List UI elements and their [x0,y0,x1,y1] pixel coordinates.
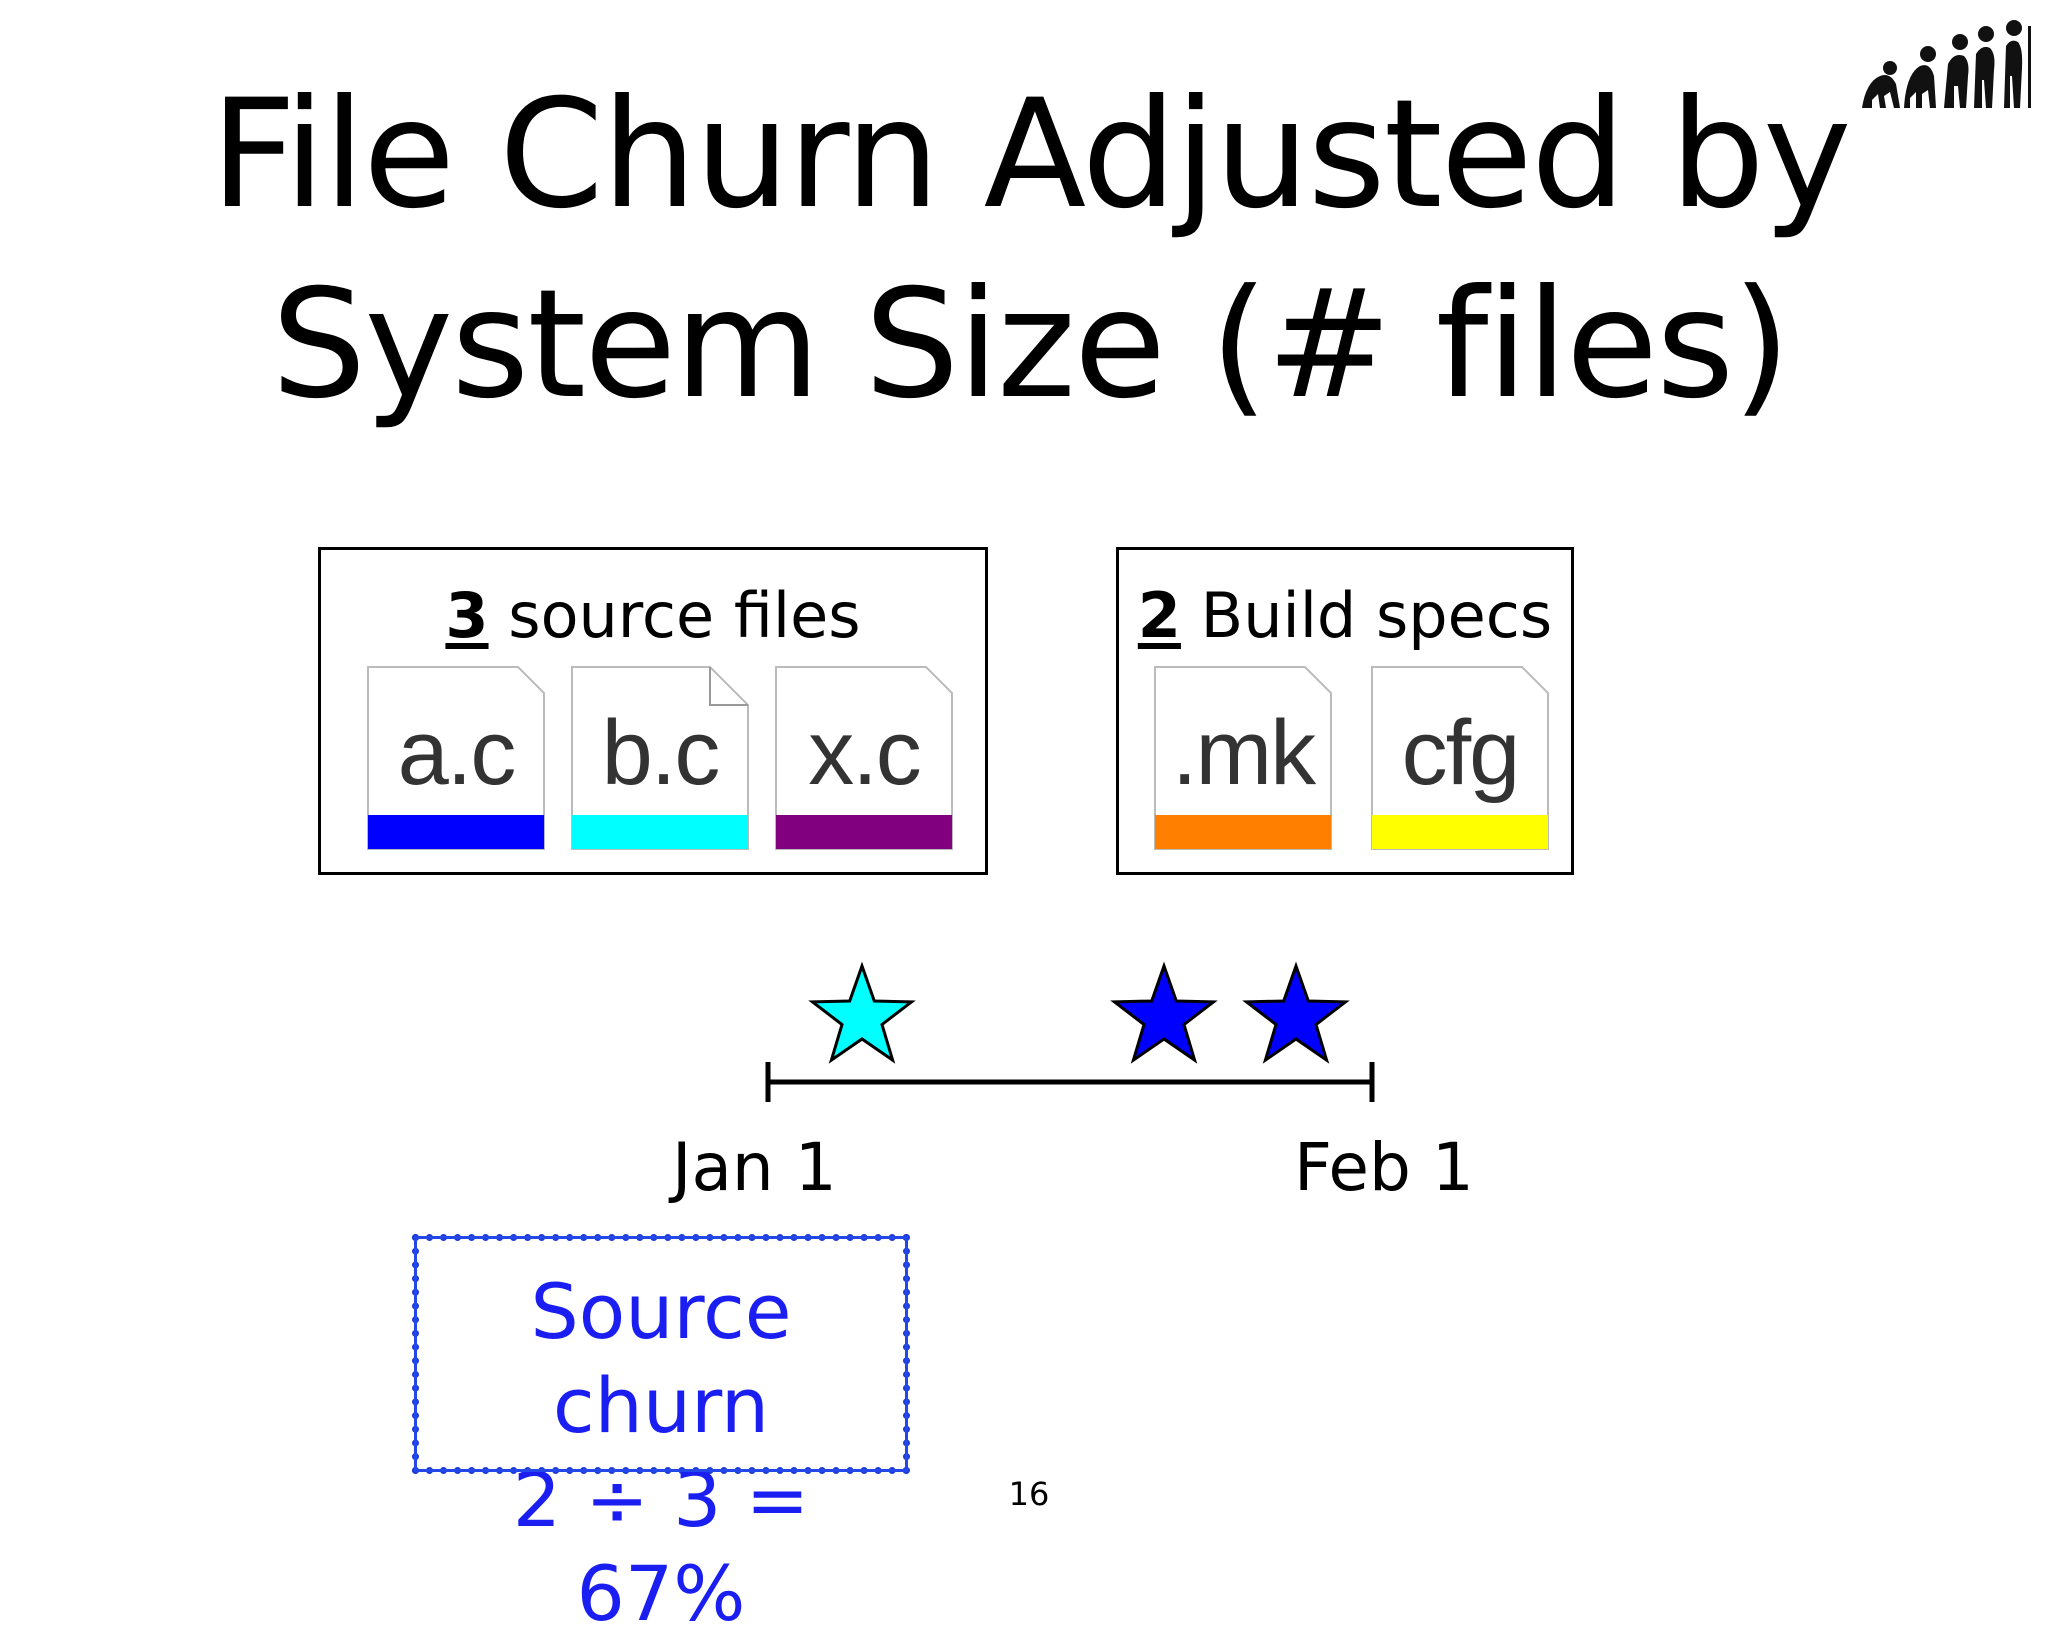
source-files-heading: 3 source files [321,580,985,652]
build-specs-count: 2 [1137,579,1181,652]
file-color-bar [1155,815,1331,849]
source-files-label: source files [508,579,861,652]
build-specs-box: 2 Build specs .mk cfg [1116,547,1574,875]
page-number: 16 [1008,1475,1050,1513]
source-files-box: 3 source files a.c b.c x.c [318,547,988,875]
file-icon: a.c [366,665,546,851]
source-files-count: 3 [445,579,489,652]
file-icon: b.c [570,665,750,851]
file-name: b.c [601,702,721,804]
file-color-bar [368,815,544,849]
file-color-bar [1372,815,1548,849]
file-icon: cfg [1370,665,1550,851]
source-churn-label: Source churn [530,1267,792,1450]
file-name: a.c [397,702,517,804]
evolution-logo-icon [1862,20,2031,108]
change-star-icon [808,961,916,1064]
timeline-end-label: Feb 1 [1294,1129,1474,1206]
file-color-bar [776,815,952,849]
file-name: .mk [1171,702,1316,804]
change-star-icon [1110,961,1218,1064]
build-specs-heading: 2 Build specs [1119,580,1571,652]
file-icon: x.c [774,665,954,851]
source-churn-box: Source churn 2 ÷ 3 = 67% [412,1234,910,1638]
change-star-icon [1242,961,1350,1064]
file-name: x.c [808,702,922,804]
build-specs-label: Build specs [1200,579,1553,652]
file-color-bar [572,815,748,849]
slide-title: File Churn Adjusted by System Size (# fi… [150,60,1910,440]
timeline-start-label: Jan 1 [672,1129,837,1206]
source-churn-formula: 2 ÷ 3 = 67% [512,1455,810,1638]
title-line-2: System Size (# files) [271,258,1791,432]
title-line-1: File Churn Adjusted by [210,68,1851,242]
file-icon: .mk [1153,665,1333,851]
file-name: cfg [1401,702,1521,804]
timeline [765,961,1375,1102]
